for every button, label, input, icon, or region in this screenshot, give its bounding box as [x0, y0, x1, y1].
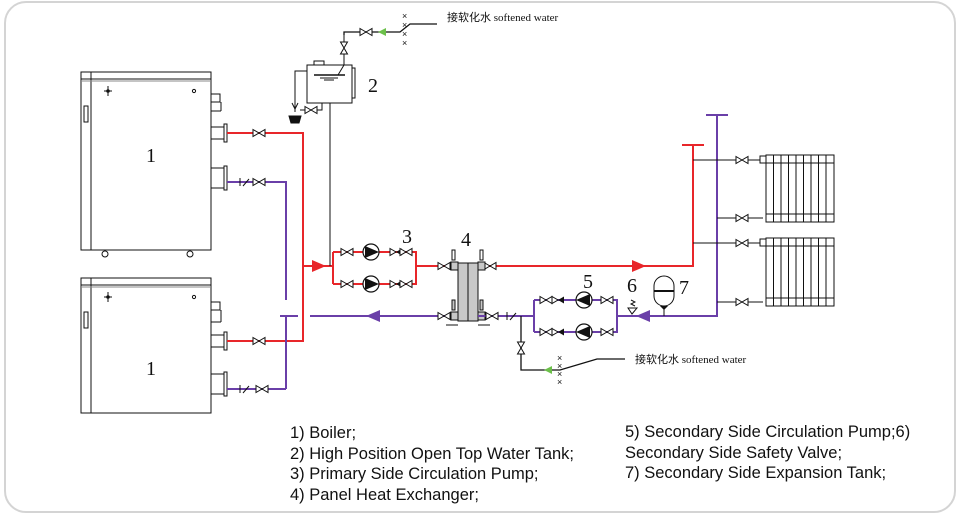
- x-mark: ×: [402, 20, 407, 30]
- radiator: [759, 237, 835, 307]
- primary-pump-2[interactable]: [362, 275, 380, 293]
- valve[interactable]: [539, 328, 553, 336]
- check-valve: [551, 328, 565, 336]
- makeup-arrow-top: [378, 28, 386, 36]
- safety-valve: 6: [627, 275, 639, 315]
- radiator-valve[interactable]: [735, 214, 749, 222]
- secondary-pump-2[interactable]: [575, 323, 593, 341]
- label-1-bottom: 1: [146, 358, 156, 380]
- x-mark: ×: [402, 38, 407, 48]
- valve[interactable]: [340, 280, 354, 288]
- flow-arrow-return: [366, 310, 380, 322]
- radiator: [759, 154, 835, 223]
- label-7: 7: [679, 277, 689, 299]
- x-mark: ×: [557, 361, 562, 371]
- legend-item: 1) Boiler;: [290, 424, 357, 442]
- x-mark: ×: [402, 29, 407, 39]
- boiler-top: 1: [80, 71, 228, 258]
- primary-return-pipe: [227, 181, 446, 390]
- air-vent-icon: [759, 238, 767, 247]
- valve[interactable]: [252, 337, 266, 345]
- valve[interactable]: [437, 312, 451, 320]
- valve[interactable]: [399, 248, 413, 256]
- legend-item: 5) Secondary Side Circulation Pump;6): [625, 423, 911, 441]
- valve[interactable]: [399, 280, 413, 288]
- boiler-bottom: 1: [80, 277, 228, 414]
- air-vent-icon: [759, 155, 767, 164]
- valve[interactable]: [539, 296, 553, 304]
- flow-arrow-supply-2: [632, 260, 646, 272]
- x-mark: ×: [557, 377, 562, 387]
- valve[interactable]: [252, 129, 266, 137]
- expansion-tank: 7: [653, 275, 689, 316]
- valve[interactable]: [255, 385, 269, 393]
- secondary-pump-1[interactable]: [575, 291, 593, 309]
- x-mark: ×: [557, 369, 562, 379]
- valve[interactable]: [252, 178, 266, 186]
- valve[interactable]: [437, 262, 451, 270]
- legend-item: 2) High Position Open Top Water Tank;: [290, 444, 575, 463]
- valve[interactable]: [340, 41, 348, 55]
- legend-item: 4) Panel Heat Exchanger;: [290, 485, 479, 504]
- radiator-valve[interactable]: [735, 298, 749, 306]
- label-2: 2: [368, 75, 378, 97]
- valve[interactable]: [600, 296, 614, 304]
- flow-arrow-supply: [312, 260, 326, 272]
- radiator-valve[interactable]: [735, 156, 749, 164]
- valve[interactable]: [359, 28, 373, 36]
- radiator-valve[interactable]: [735, 239, 749, 247]
- check-valve: [551, 296, 565, 304]
- legend-item: Secondary Side Safety Valve;: [625, 443, 843, 462]
- valve[interactable]: [485, 312, 499, 320]
- label-4: 4: [461, 229, 471, 251]
- makeup-arrow-bottom: [544, 366, 552, 374]
- radiators: [759, 154, 835, 307]
- x-mark: ×: [402, 11, 407, 21]
- diagram-frame: [4, 1, 956, 513]
- x-mark: ×: [557, 353, 562, 363]
- legend-item: 7) Secondary Side Expansion Tank;: [625, 464, 887, 482]
- makeup-line-top: [343, 23, 437, 35]
- valve[interactable]: [304, 106, 318, 114]
- valve[interactable]: [340, 248, 354, 256]
- valve[interactable]: [600, 328, 614, 336]
- makeup-line-bottom: [520, 316, 625, 371]
- legend-right: 5) Secondary Side Circulation Pump;6) Se…: [625, 422, 910, 484]
- radiator-connections: [693, 159, 763, 303]
- legend-item: 3) Primary Side Circulation Pump;: [290, 465, 539, 483]
- open-top-water-tank: 2: [288, 35, 378, 266]
- legend-left: 1) Boiler; 2) High Position Open Top Wat…: [290, 423, 574, 505]
- softened-water-label-bottom: 接软化水 softened water: [635, 352, 747, 366]
- valve[interactable]: [483, 262, 497, 270]
- label-1-top: 1: [146, 145, 156, 167]
- flow-arrow-secondary: [636, 310, 650, 322]
- softened-water-label-top: 接软化水 softened water: [447, 10, 559, 24]
- label-5: 5: [583, 271, 593, 293]
- label-3: 3: [402, 226, 412, 248]
- label-6: 6: [627, 275, 637, 297]
- plate-heat-exchanger: 4: [446, 229, 490, 326]
- valve[interactable]: [517, 341, 525, 355]
- primary-pump-1[interactable]: [362, 243, 380, 261]
